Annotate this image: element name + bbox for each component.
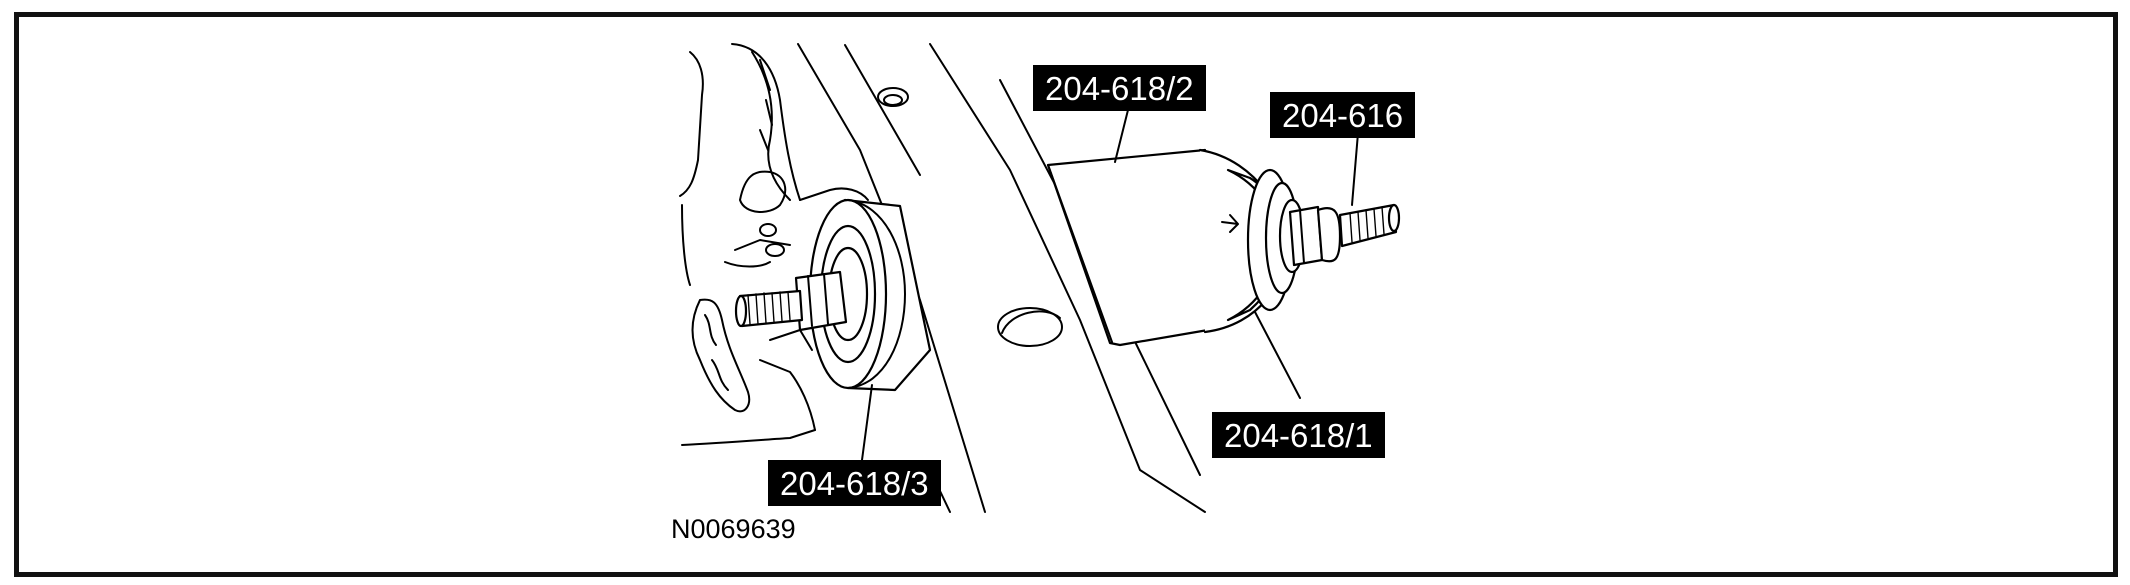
forcing-screw-204-616: [1288, 203, 1401, 267]
callout-204-616: 204-616: [1270, 92, 1416, 138]
left-forcing-screw: [734, 270, 848, 332]
callout-204-618-2: 204-618/2: [1033, 65, 1206, 111]
suspension-knuckle: [679, 43, 869, 446]
figure-id: N0069639: [671, 514, 796, 544]
callout-204-618-1: 204-618/1: [1212, 412, 1385, 458]
leader-lines: [861, 109, 1359, 461]
callout-204-618-3: 204-618/3: [768, 460, 941, 506]
receiver-cup-204-618-3: [808, 198, 932, 392]
